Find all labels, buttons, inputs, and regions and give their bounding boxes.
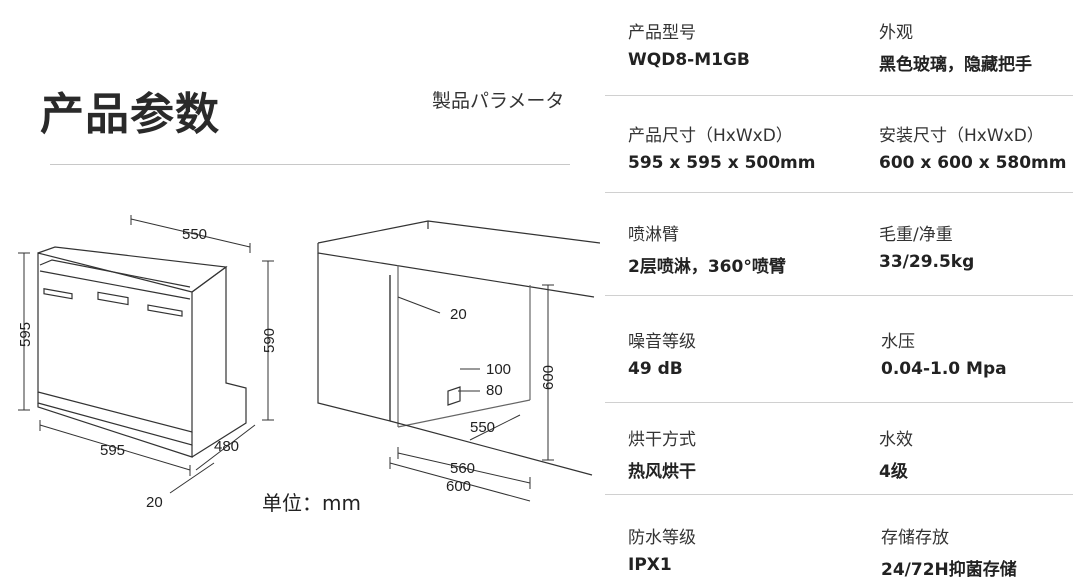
spec-value: 0.04-1.0 Mpa <box>881 359 1007 379</box>
spec-label: 外观 <box>879 23 913 43</box>
spec-label: 存储存放 <box>881 528 949 548</box>
spec-value: 24/72H抑菌存储 <box>881 560 1017 580</box>
dim-gap-20: 20 <box>450 306 467 323</box>
spec-cell: 烘干方式 热风烘干 <box>628 425 696 482</box>
spec-label: 产品尺寸（HxWxD） <box>628 126 793 146</box>
row-divider <box>605 95 1073 96</box>
dim-door-20: 20 <box>146 494 163 511</box>
dim-width-550: 550 <box>182 226 207 243</box>
spec-value: 600 x 600 x 580mm <box>879 153 1067 173</box>
page-title: 产品参数 <box>40 89 220 140</box>
spec-label: 防水等级 <box>628 528 696 548</box>
spec-cell: 存储存放 24/72H抑菌存储 <box>881 523 1017 580</box>
spec-label: 喷淋臂 <box>628 225 679 245</box>
spec-cell: 水压 0.04-1.0 Mpa <box>881 327 1007 379</box>
spec-label: 毛重/净重 <box>879 225 953 245</box>
spec-cell: 产品尺寸（HxWxD） 595 x 595 x 500mm <box>628 121 816 173</box>
row-divider <box>605 295 1073 296</box>
dim-pipe-100: 100 <box>486 361 511 378</box>
spec-value: 595 x 595 x 500mm <box>628 153 816 173</box>
dim-pipe-80: 80 <box>486 382 503 399</box>
dim-width-560: 560 <box>450 460 475 477</box>
spec-label: 水效 <box>879 430 913 450</box>
front-dimension-lines <box>18 215 274 494</box>
spec-cell: 产品型号 WQD8-M1GB <box>628 18 750 70</box>
dim-depth-550: 550 <box>470 419 495 436</box>
spec-value: IPX1 <box>628 555 672 575</box>
install-dimension-lines <box>389 284 554 502</box>
spec-cell: 水效 4级 <box>879 425 913 482</box>
spec-table: 产品型号 WQD8-M1GB 外观 黑色玻璃，隐藏把手 产品尺寸（HxWxD） … <box>600 0 1073 584</box>
cabinet-drawing <box>317 220 600 476</box>
spec-label: 烘干方式 <box>628 430 696 450</box>
unit-label: 单位：mm <box>262 491 361 515</box>
title-divider <box>50 164 570 165</box>
dishwasher-drawing <box>37 246 247 458</box>
spec-cell: 毛重/净重 33/29.5kg <box>879 220 974 272</box>
row-divider <box>605 192 1073 193</box>
spec-value: 2层喷淋，360°喷臂 <box>628 257 786 277</box>
spec-cell: 外观 黑色玻璃，隐藏把手 <box>879 18 1032 75</box>
dim-depth-480: 480 <box>214 438 239 455</box>
spec-cell: 喷淋臂 2层喷淋，360°喷臂 <box>628 220 786 277</box>
spec-value: 热风烘干 <box>628 462 696 482</box>
spec-label: 噪音等级 <box>628 332 696 352</box>
dim-height-590: 590 <box>261 328 278 353</box>
spec-value: 33/29.5kg <box>879 252 975 272</box>
dim-height-595: 595 <box>17 322 34 347</box>
dim-base-595: 595 <box>100 442 125 459</box>
spec-value: 49 dB <box>628 359 683 379</box>
spec-label: 产品型号 <box>628 23 696 43</box>
dim-width-600: 600 <box>446 478 471 495</box>
spec-label: 水压 <box>881 332 915 352</box>
row-divider <box>605 402 1073 403</box>
spec-cell: 噪音等级 49 dB <box>628 327 696 379</box>
spec-cell: 防水等级 IPX1 <box>628 523 696 575</box>
spec-label: 安装尺寸（HxWxD） <box>879 126 1044 146</box>
row-divider <box>605 494 1073 495</box>
spec-value: 黑色玻璃，隐藏把手 <box>879 55 1032 75</box>
spec-value: WQD8-M1GB <box>628 50 750 70</box>
page-subtitle: 製品パラメータ <box>432 90 565 112</box>
spec-value: 4级 <box>879 462 908 482</box>
spec-cell: 安装尺寸（HxWxD） 600 x 600 x 580mm <box>879 121 1067 173</box>
dim-height-600: 600 <box>540 365 557 390</box>
dimension-diagram: 550 595 590 595 480 20 20 100 80 550 560… <box>17 215 600 511</box>
